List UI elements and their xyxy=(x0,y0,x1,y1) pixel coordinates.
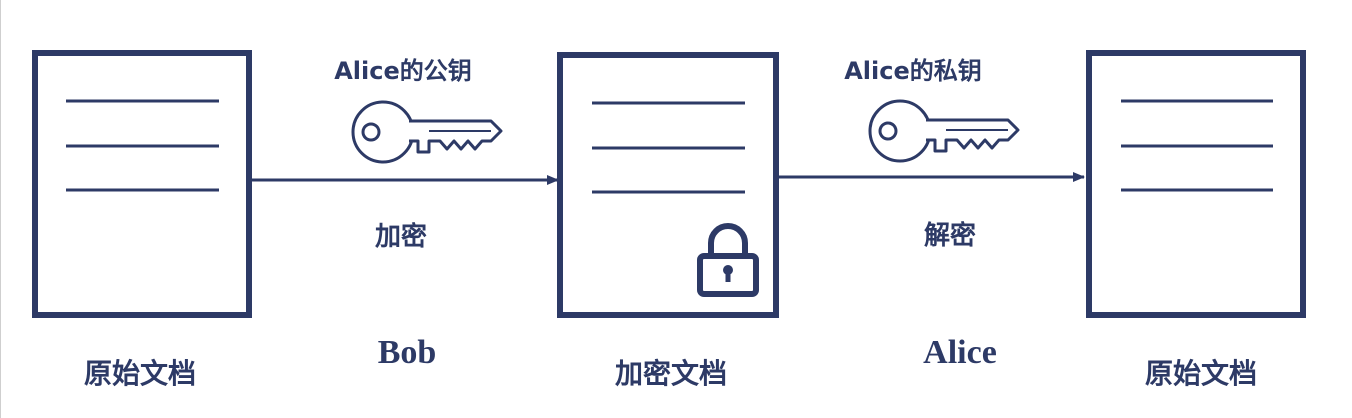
decrypt-label: 解密 xyxy=(924,220,976,251)
encrypt-label: 加密 xyxy=(375,221,427,252)
caption-original-left: 原始文档 xyxy=(84,357,196,390)
public-key-label: Alice的公钥 xyxy=(334,57,472,85)
document-encrypted xyxy=(557,52,779,318)
key-icon xyxy=(351,100,503,164)
actor-bob: Bob xyxy=(378,334,437,371)
key-icon xyxy=(868,99,1020,163)
private-key-label: Alice的私钥 xyxy=(844,57,982,85)
document-original-right xyxy=(1086,50,1306,318)
caption-original-right: 原始文档 xyxy=(1145,357,1257,390)
document-original-left xyxy=(32,50,252,318)
caption-encrypted: 加密文档 xyxy=(615,357,727,390)
lock-icon xyxy=(697,223,759,297)
actor-alice: Alice xyxy=(923,334,997,371)
